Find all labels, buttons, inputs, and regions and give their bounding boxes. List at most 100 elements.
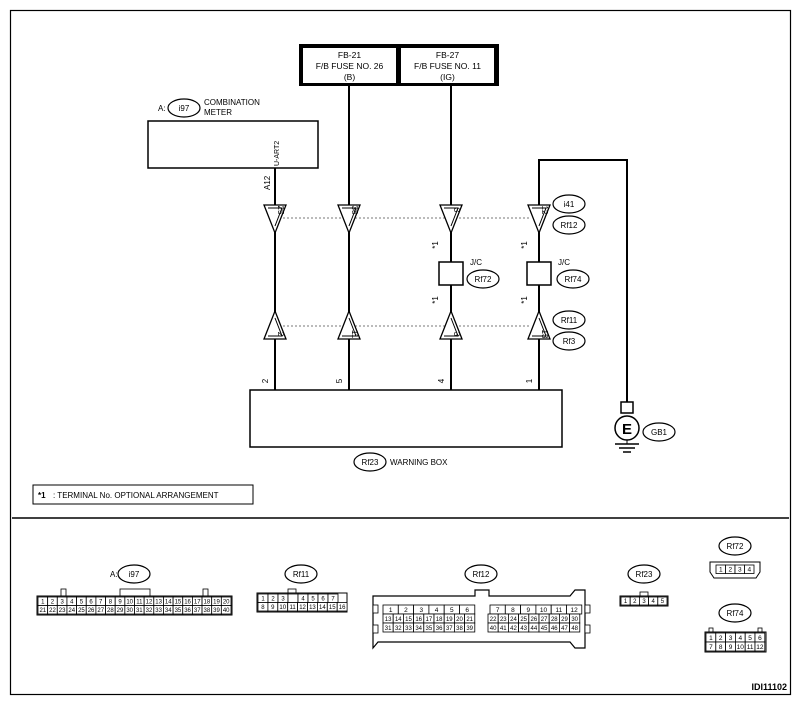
meter-prefix: A: xyxy=(158,104,166,113)
connector-pin-arrow xyxy=(439,309,463,340)
pin-number: 13 xyxy=(385,617,392,623)
footnote-box xyxy=(32,484,254,505)
connector-view-tab xyxy=(639,591,649,597)
pin-number: 6 xyxy=(758,635,762,642)
meter-connector-label: i97 xyxy=(179,104,190,113)
pin-number: 14 xyxy=(165,600,172,606)
fuse-fb27-box xyxy=(401,48,494,83)
pin-number: 4 xyxy=(652,599,656,605)
pin-number: 26 xyxy=(531,617,538,623)
pin-number: 36 xyxy=(184,608,191,614)
pin-number: 26 xyxy=(88,608,95,614)
ground-point: E GB1 xyxy=(614,401,676,453)
warning-box-pin: 5 xyxy=(335,378,344,383)
pin-number: 7 xyxy=(709,644,713,651)
pin-number: 9 xyxy=(271,605,275,611)
connector-view-tab xyxy=(202,588,209,597)
pin-number: 23 xyxy=(500,617,507,623)
pin-number: 5 xyxy=(450,607,454,614)
pin-number: 37 xyxy=(446,626,453,632)
connector-pin-arrow xyxy=(527,309,551,340)
jc-box xyxy=(438,261,464,286)
pin-number: 38 xyxy=(456,626,463,632)
pin-number: 4 xyxy=(747,567,751,574)
pin-number: 12 xyxy=(756,644,764,651)
connector-view-tab xyxy=(757,627,763,633)
joint-connectors: J/C Rf72 J/C Rf74 xyxy=(438,258,590,289)
pin-cell xyxy=(744,564,755,574)
ground-connector-label: GB1 xyxy=(651,428,668,437)
pin-number: 3 xyxy=(281,597,285,603)
connector-oval xyxy=(552,194,586,214)
lower-pin-number: 2 xyxy=(276,332,285,337)
pin-number: 15 xyxy=(405,617,412,623)
pin-number: 4 xyxy=(70,600,74,606)
fuse-sub: (B) xyxy=(344,72,356,82)
pin-number: 2 xyxy=(633,599,637,605)
lower-connector-pins: 2 11 3 13 xyxy=(263,309,551,340)
pin-number: 8 xyxy=(109,600,113,606)
pin-cell xyxy=(569,622,581,633)
meter-name-line2: METER xyxy=(204,108,232,117)
optional-marks: *1 *1 *1 *1 xyxy=(431,241,529,304)
pin-number: 48 xyxy=(571,626,578,632)
pin-number: 5 xyxy=(311,597,315,603)
figure-id: IDI11102 xyxy=(751,682,787,692)
combination-meter: A: i97 COMBINATION METER U-ART2 A12 xyxy=(147,98,319,190)
pin-number: 7 xyxy=(331,597,335,603)
jc-connector-label: Rf74 xyxy=(565,275,582,284)
connector-pin-arrow xyxy=(527,204,551,235)
pin-cell xyxy=(336,602,348,612)
pin-number: 16 xyxy=(339,605,346,611)
connector-view-oval xyxy=(464,564,498,584)
pin-number: 37 xyxy=(194,608,201,614)
warning-box: 2 5 4 1 Rf23 WARNING BOX xyxy=(249,378,563,472)
pin-number: 46 xyxy=(551,626,558,632)
connector-view-oval xyxy=(284,564,318,584)
warning-box-connector-label: Rf23 xyxy=(362,458,379,467)
connector-view-oval xyxy=(627,564,661,584)
pin-number: 11 xyxy=(747,644,754,651)
upper-pin-number: 12 xyxy=(540,206,549,215)
jc-label: J/C xyxy=(558,258,570,267)
pin-number: 5 xyxy=(661,599,665,605)
fuse-fb21-box xyxy=(303,48,396,83)
connector-view-tab xyxy=(372,604,379,614)
jc-label: J/C xyxy=(470,258,482,267)
pin-number: 19 xyxy=(446,617,453,623)
jc-connector-oval xyxy=(556,269,590,289)
connector-label: Rf12 xyxy=(561,221,578,230)
pin-number: 22 xyxy=(49,608,56,614)
ground-connector-oval xyxy=(642,422,676,442)
pin-number: 1 xyxy=(709,635,713,642)
connector-view-tab xyxy=(119,588,151,597)
pin-number: 2 xyxy=(404,607,408,614)
pin-number: 8 xyxy=(261,605,265,611)
pin-number: 28 xyxy=(551,617,558,623)
pin-number: 33 xyxy=(155,608,162,614)
pin-number: 33 xyxy=(405,626,412,632)
pin-cell xyxy=(657,596,668,606)
footnote: *1 : TERMINAL No. OPTIONAL ARRANGEMENT xyxy=(32,484,254,505)
pin-number: 2 xyxy=(51,600,55,606)
pin-number: 7 xyxy=(496,607,500,614)
lower-pin-number: 13 xyxy=(540,330,549,339)
pin-number: 17 xyxy=(426,617,433,623)
wires xyxy=(274,86,628,402)
pin-number: 15 xyxy=(329,605,336,611)
pin-number: 47 xyxy=(561,626,568,632)
pin-number: 5 xyxy=(748,635,752,642)
pin-cell xyxy=(220,605,232,615)
connector-view-label: Rf74 xyxy=(727,609,744,618)
connector-label: Rf11 xyxy=(561,316,578,325)
connector-view-label: Rf23 xyxy=(636,570,653,579)
upper-connector-labels: i41 Rf12 xyxy=(552,194,586,235)
pin-number: 40 xyxy=(490,626,497,632)
connector-pin-arrow xyxy=(337,204,361,235)
pin-number: 14 xyxy=(319,605,326,611)
pin-number: 35 xyxy=(175,608,182,614)
